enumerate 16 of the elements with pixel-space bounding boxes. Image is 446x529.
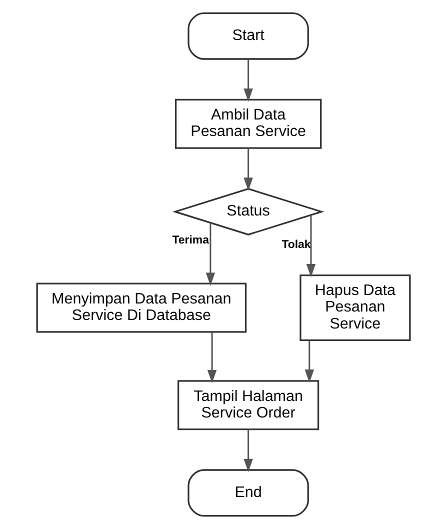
edge-label: Tolak — [281, 238, 310, 251]
node-box: Tampil Halaman Service Order — [177, 380, 319, 430]
node-box: Menyimpan Data Pesanan Service Di Database — [36, 282, 246, 333]
arrow — [306, 215, 316, 278]
node-box: End — [187, 469, 308, 517]
node-box: Ambil Data Pesanan Service — [174, 98, 322, 149]
edge-label: Terima — [172, 234, 208, 246]
arrow — [205, 223, 215, 286]
arrow — [243, 148, 252, 191]
arrow — [243, 59, 252, 102]
node-diamond: Status — [172, 188, 324, 236]
node-box: Start — [187, 12, 308, 60]
arrow — [304, 340, 314, 383]
arrow — [206, 332, 216, 384]
arrow — [243, 430, 252, 472]
node-box: Hapus Data Pesanan Service — [299, 274, 410, 342]
